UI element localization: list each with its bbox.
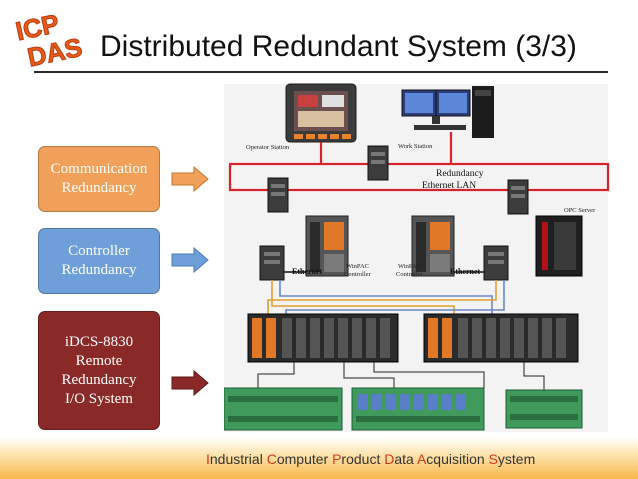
- io-rack-right-icon: [423, 313, 579, 363]
- footer-word: ata: [394, 451, 417, 467]
- ethernet-switch-icon: [483, 245, 509, 281]
- communication-redundancy-label: Communication Redundancy: [38, 146, 160, 212]
- ethernet-right-label: Ethernet: [450, 267, 481, 276]
- remote-io-redundancy-text: iDCS-8830 Remote Redundancy I/O System: [61, 333, 137, 407]
- communication-redundancy-text: Communication Redundancy: [50, 161, 148, 196]
- footer-bar: [0, 437, 638, 479]
- winpac-left-label-2: Controller: [344, 271, 372, 278]
- footer-initial: C: [266, 451, 277, 467]
- network-diagram: Operator Station Work Station Redundancy…: [224, 83, 610, 431]
- footer-word: roduct: [341, 451, 385, 467]
- arrow-right-icon: [171, 370, 209, 396]
- footer-initial: I: [206, 451, 210, 467]
- controller-redundancy-text: Controller Redundancy: [61, 243, 137, 278]
- controller-redundancy-label: Controller Redundancy: [38, 228, 160, 294]
- io-cables: [267, 280, 505, 314]
- footer-initial: S: [488, 451, 498, 467]
- icpdas-logo: ICP DAS: [13, 8, 86, 70]
- ethernet-switch-icon: [507, 179, 529, 215]
- opc-server-icon: [535, 215, 583, 277]
- io-rack-left-icon: [247, 313, 399, 363]
- remote-io-redundancy-label: iDCS-8830 Remote Redundancy I/O System: [38, 311, 160, 430]
- ethernet-switch-icon: [367, 145, 389, 181]
- ethernet-left-label: Ethernet: [292, 267, 323, 276]
- lan-label-line1: Redundancy: [436, 169, 484, 179]
- footer-word: ystem: [497, 451, 536, 467]
- operator-station-label: Operator Station: [246, 144, 290, 151]
- workstation-computer-icon: [401, 86, 494, 138]
- relay-board-icon: [351, 387, 485, 431]
- operator-station-panel-icon: [285, 83, 357, 143]
- terminal-wires: [257, 362, 545, 392]
- footer-word: cquisition: [426, 451, 489, 467]
- footer-initial: P: [332, 451, 342, 467]
- terminal-board-icon: [505, 389, 583, 429]
- winpac-controller-icon: [305, 215, 349, 277]
- opc-server-label: OPC Server: [564, 207, 596, 214]
- footer-initial: D: [384, 451, 395, 467]
- lan-label-line2: Ethernet LAN: [422, 181, 476, 191]
- winpac-right-label-1: WinPAC: [398, 263, 421, 270]
- winpac-left-label-1: WinPAC: [346, 263, 369, 270]
- winpac-right-label-2: Controller: [396, 271, 424, 278]
- title-divider: [34, 71, 608, 73]
- footer-word: ndustrial: [209, 451, 267, 467]
- winpac-controller-icon: [411, 215, 455, 277]
- page-title: Distributed Redundant System (3/3): [100, 30, 577, 63]
- footer-tagline: Industrial Computer Product Data Acquisi…: [206, 451, 535, 467]
- footer-initial: A: [416, 451, 427, 467]
- terminal-board-icon: [224, 387, 343, 431]
- ethernet-switch-icon: [267, 177, 289, 213]
- arrow-right-icon: [171, 166, 209, 192]
- arrow-right-icon: [171, 247, 209, 273]
- ethernet-switch-icon: [259, 245, 285, 281]
- work-station-label: Work Station: [398, 143, 433, 150]
- footer-word: omputer: [276, 451, 333, 467]
